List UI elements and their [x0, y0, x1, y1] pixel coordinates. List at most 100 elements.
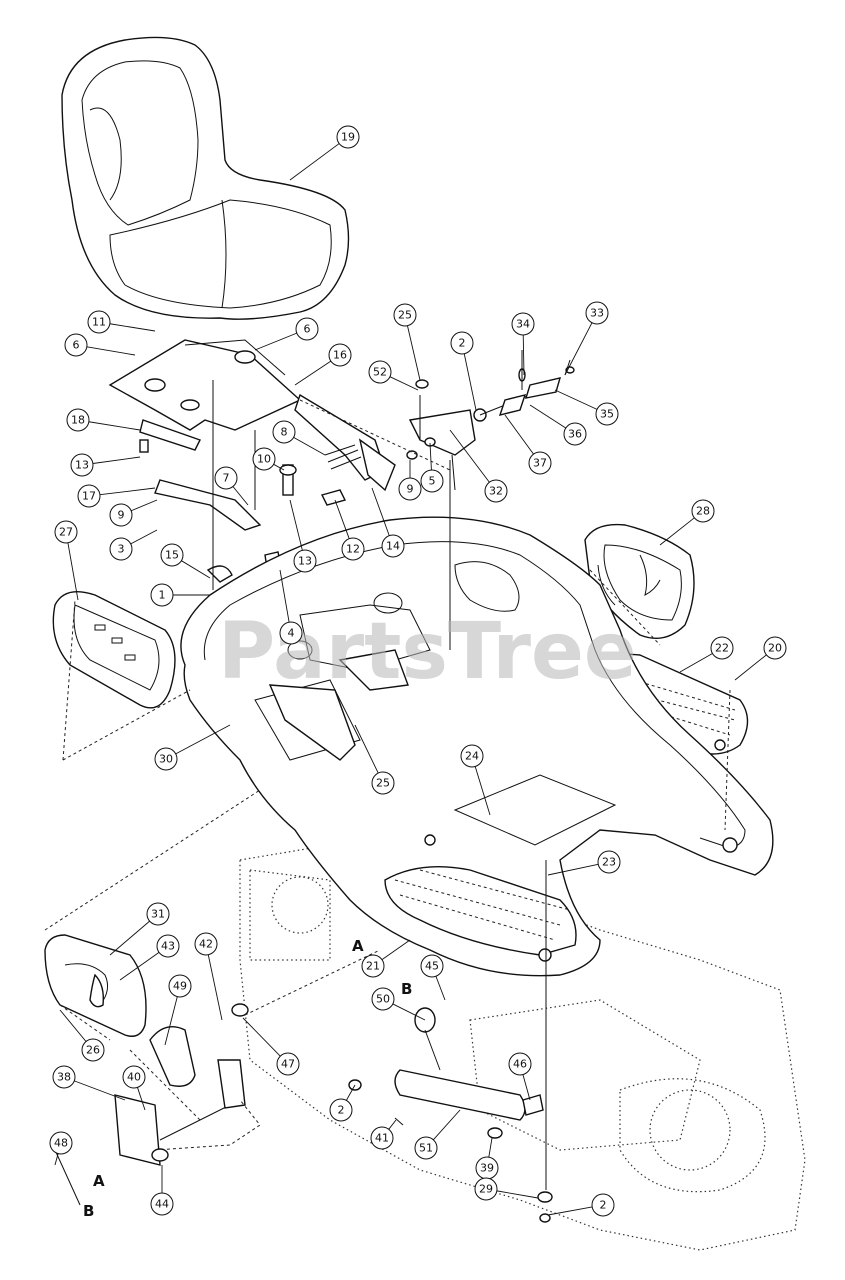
callout-circle [87, 310, 111, 334]
watermark: PartsTree [218, 607, 637, 697]
leader-line [273, 463, 285, 471]
callout-label: 21 [366, 960, 380, 973]
callout-label: 5 [429, 475, 436, 488]
callout-circle [214, 466, 238, 490]
callout-circle [154, 747, 178, 771]
callout-circle [563, 422, 587, 446]
callout-label: 46 [513, 1058, 527, 1071]
callout-16: 16 [294, 343, 352, 386]
callout-circle [52, 1065, 76, 1089]
callout-circle [49, 1131, 73, 1155]
callout-label: 11 [92, 316, 106, 329]
leader-line [435, 976, 446, 1001]
callout-17: 17 [77, 484, 156, 508]
callout-circle [194, 932, 218, 956]
callout-circle [371, 987, 395, 1011]
callout-label: 4 [288, 627, 295, 640]
callout-circle [109, 503, 133, 527]
callout-circle [150, 583, 174, 607]
leader-line [109, 323, 156, 332]
callout-label: 44 [155, 1198, 169, 1211]
leader-line [74, 1080, 126, 1101]
leader-line [345, 1084, 356, 1101]
callout-label: 25 [376, 777, 390, 790]
callout-label: 10 [257, 453, 271, 466]
leader-line [354, 724, 379, 774]
callout-circle [585, 301, 609, 325]
callout-15: 15 [160, 543, 211, 579]
leader-line [564, 322, 593, 376]
callout-circle [293, 549, 317, 573]
leader-line [164, 996, 178, 1046]
callout-label: 23 [602, 856, 616, 869]
callout-label: 26 [86, 1044, 100, 1057]
callout-9: 9 [398, 460, 422, 501]
callout-circle [460, 744, 484, 768]
callout-label: 51 [419, 1142, 433, 1155]
seat-adjust-lever [294, 393, 396, 506]
callout-label: 17 [82, 490, 96, 503]
leader-line [242, 1017, 281, 1057]
leader-line [232, 486, 249, 506]
reference-letter-a: A [352, 937, 364, 955]
callout-circle [591, 1193, 615, 1217]
callout-circle [341, 537, 365, 561]
callout-circle [64, 333, 88, 357]
leader-line [547, 863, 599, 876]
leader-line [529, 404, 566, 429]
leader-line [388, 1119, 397, 1130]
callout-30: 30 [154, 724, 231, 771]
callout-circle [508, 1052, 532, 1076]
callout-28: 28 [659, 499, 715, 546]
callout-45: 45 [420, 954, 446, 1001]
callout-2: 2 [329, 1084, 356, 1122]
callout-circle [595, 402, 619, 426]
callout-circle [109, 537, 133, 561]
callout-circle [398, 477, 422, 501]
callout-label: 6 [304, 323, 311, 336]
callout-label: 33 [590, 307, 604, 320]
callout-circle [272, 420, 296, 444]
leader-line [289, 143, 340, 181]
callout-label: 3 [118, 543, 125, 556]
callout-circle [393, 303, 417, 327]
callout-label: 8 [281, 426, 288, 439]
leader-line [130, 499, 158, 512]
callout-label: 20 [768, 642, 782, 655]
leader-line [407, 325, 421, 381]
callout-circle [474, 1177, 498, 1201]
callout-33: 33 [564, 301, 609, 376]
leader-line [175, 724, 231, 755]
callout-circle [146, 902, 170, 926]
callout-circle [420, 469, 444, 493]
callout-37: 37 [504, 414, 552, 475]
callout-20: 20 [734, 636, 787, 681]
leader-line [293, 436, 326, 456]
callout-35: 35 [554, 389, 619, 426]
callout-label: 43 [161, 940, 175, 953]
callout-label: 22 [715, 642, 729, 655]
seat [61, 36, 350, 320]
callout-circle [156, 934, 180, 958]
leader-line [392, 1003, 426, 1021]
callout-label: 30 [159, 753, 173, 766]
callout-34: 34 [511, 312, 535, 376]
leader-line [432, 1109, 461, 1141]
callout-circle [371, 771, 395, 795]
callout-label: 12 [346, 543, 360, 556]
leader-line [54, 1153, 59, 1166]
leader-line [381, 939, 411, 961]
leader-line [92, 456, 141, 464]
seat-pan-bracket [108, 339, 302, 590]
callout-label: 2 [459, 337, 466, 350]
leader-line [504, 414, 534, 455]
callout-label: 40 [127, 1071, 141, 1084]
callout-13: 13 [289, 499, 317, 573]
callout-36: 36 [529, 404, 587, 446]
callout-31: 31 [109, 902, 170, 956]
leader-line [496, 1190, 539, 1199]
callout-25: 25 [354, 724, 395, 795]
callout-9: 9 [109, 499, 158, 527]
